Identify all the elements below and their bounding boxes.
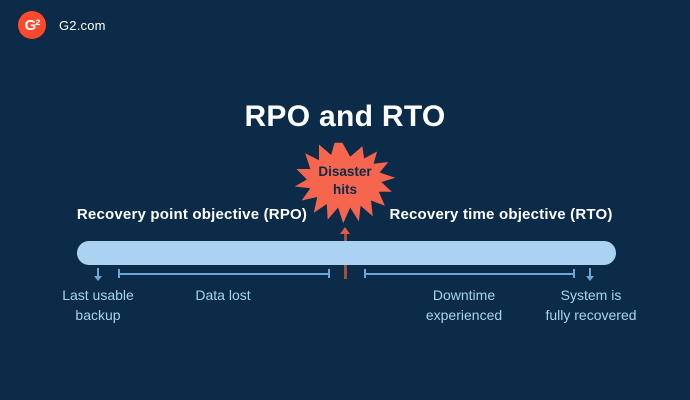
annotation-downtime-experienced: Downtime experienced [425, 287, 503, 323]
g2-logo-icon: G² [18, 11, 46, 39]
starburst-icon [294, 142, 396, 224]
rpo-label: Recovery point objective (RPO) [76, 206, 308, 223]
brand-name: G2.com [59, 18, 106, 33]
arrow-shaft [589, 268, 591, 277]
timeline-bar [77, 241, 616, 265]
data-lost-span-line [118, 269, 330, 278]
annotation-system-fully-recovered: System is fully recovered [545, 287, 637, 323]
rto-label: Recovery time objective (RTO) [389, 206, 613, 223]
recovered-marker-arrow-icon [586, 268, 594, 281]
page-title: RPO and RTO [244, 100, 446, 134]
arrow-head-down [586, 276, 594, 281]
annotation-data-lost: Data lost [195, 287, 251, 303]
g2-logo-glyph: G² [24, 16, 41, 34]
downtime-span-line [364, 269, 575, 278]
last-backup-marker-arrow-icon [94, 268, 102, 281]
arrow-head-down [94, 276, 102, 281]
annotation-last-usable-backup: Last usable backup [62, 287, 134, 323]
arrow-head-up [340, 227, 350, 234]
disaster-hits-label: Disaster hits [318, 163, 372, 197]
disaster-starburst: Disaster hits [293, 141, 397, 225]
arrow-shaft [97, 268, 99, 277]
